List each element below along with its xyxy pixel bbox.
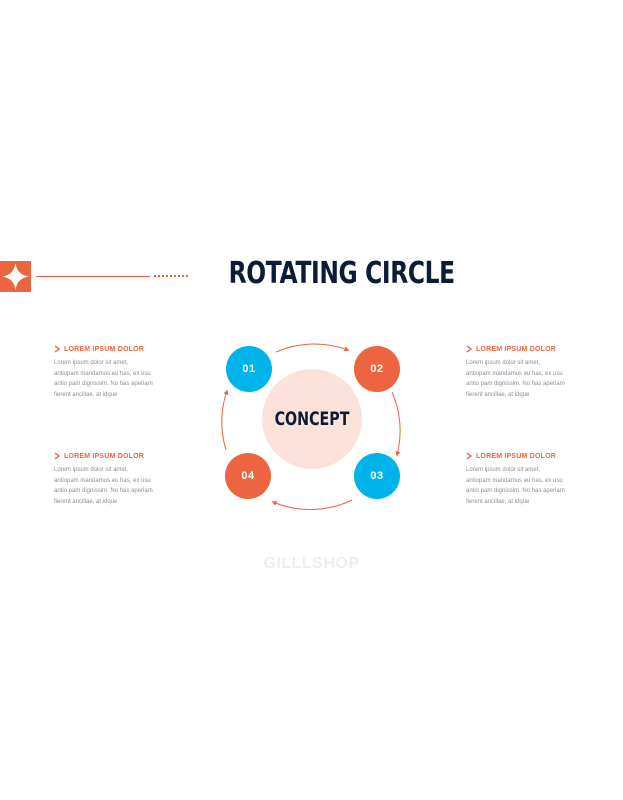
block-body: Lorem ipsum dolor sit amet,antiopam mand… [54,467,153,505]
node-01-circle [226,346,272,392]
node-02-label: 02 [370,363,384,375]
four-point-star-icon [2,263,29,290]
node-01-label: 01 [242,363,256,375]
block-title: LOREM IPSUM DOLOR [476,345,557,353]
block-body: Lorem ipsum dolor sit amet,antiopam mand… [54,360,153,398]
node-02-circle [354,346,400,392]
chevron-right-icon [54,345,60,353]
text-block-bottom-left: LOREM IPSUM DOLOR Lorem ipsum dolor sit … [54,452,179,507]
chevron-right-icon [466,452,472,460]
arc-02-03 [391,391,401,457]
node-04-circle [225,453,271,499]
block-title: LOREM IPSUM DOLOR [476,452,557,460]
chevron-right-icon [54,452,60,460]
title-rule-dotted [154,275,188,277]
star-badge [0,261,31,292]
text-block-bottom-right: LOREM IPSUM DOLOR Lorem ipsum dolor sit … [466,452,591,507]
arc-04-01 [221,389,229,451]
node-03-label: 03 [370,470,384,482]
center-label: CONCEPT [274,408,350,430]
block-body: Lorem ipsum dolor sit amet,antiopam mand… [466,360,565,398]
node-03-circle [354,453,400,499]
watermark: GILLLSHOP [263,555,360,572]
text-block-top-right: LOREM IPSUM DOLOR Lorem ipsum dolor sit … [466,345,591,400]
center-circle [262,369,362,469]
title-rule [36,276,150,277]
arc-01-02 [275,343,350,353]
arc-03-04 [271,499,353,511]
chevron-right-icon [466,345,472,353]
node-04-label: 04 [241,470,255,482]
block-body: Lorem ipsum dolor sit amet,antiopam mand… [466,467,565,505]
block-title: LOREM IPSUM DOLOR [64,345,145,353]
block-title: LOREM IPSUM DOLOR [64,452,145,460]
text-block-top-left: LOREM IPSUM DOLOR Lorem ipsum dolor sit … [54,345,179,400]
